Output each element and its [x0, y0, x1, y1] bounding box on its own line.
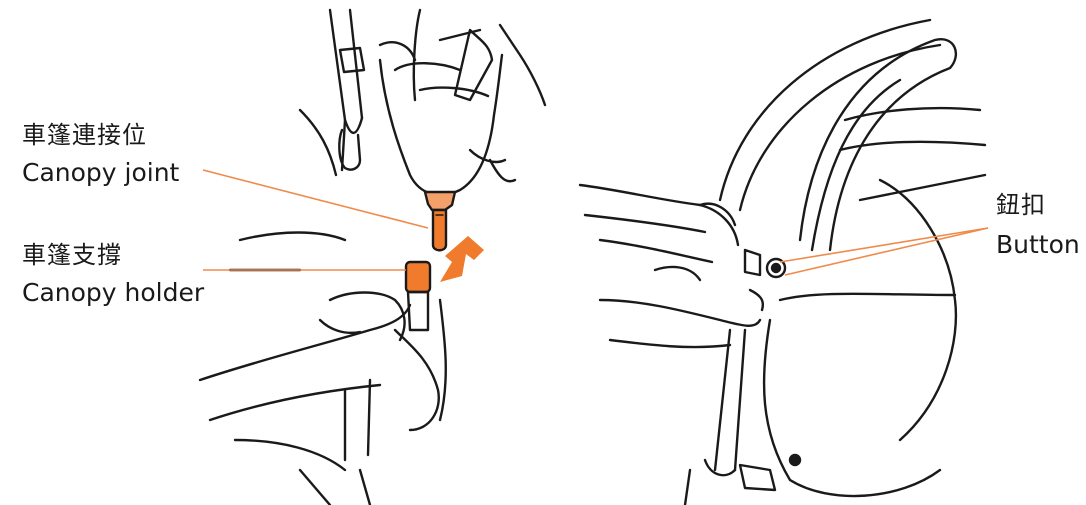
- hands-right: [580, 185, 763, 347]
- stroller-frame-left: [300, 10, 545, 175]
- leader-lines: [203, 170, 988, 275]
- stroller-frame-right: [685, 330, 775, 505]
- leader-button-1: [780, 228, 988, 262]
- canopy-joint-part: [425, 192, 455, 250]
- canopy-holder-part: [406, 262, 430, 330]
- right-illustration: [580, 20, 985, 505]
- left-illustration: [200, 10, 545, 505]
- hand-canopy: [380, 55, 515, 195]
- leader-canopy-joint: [203, 170, 428, 228]
- hand-lower: [200, 293, 439, 431]
